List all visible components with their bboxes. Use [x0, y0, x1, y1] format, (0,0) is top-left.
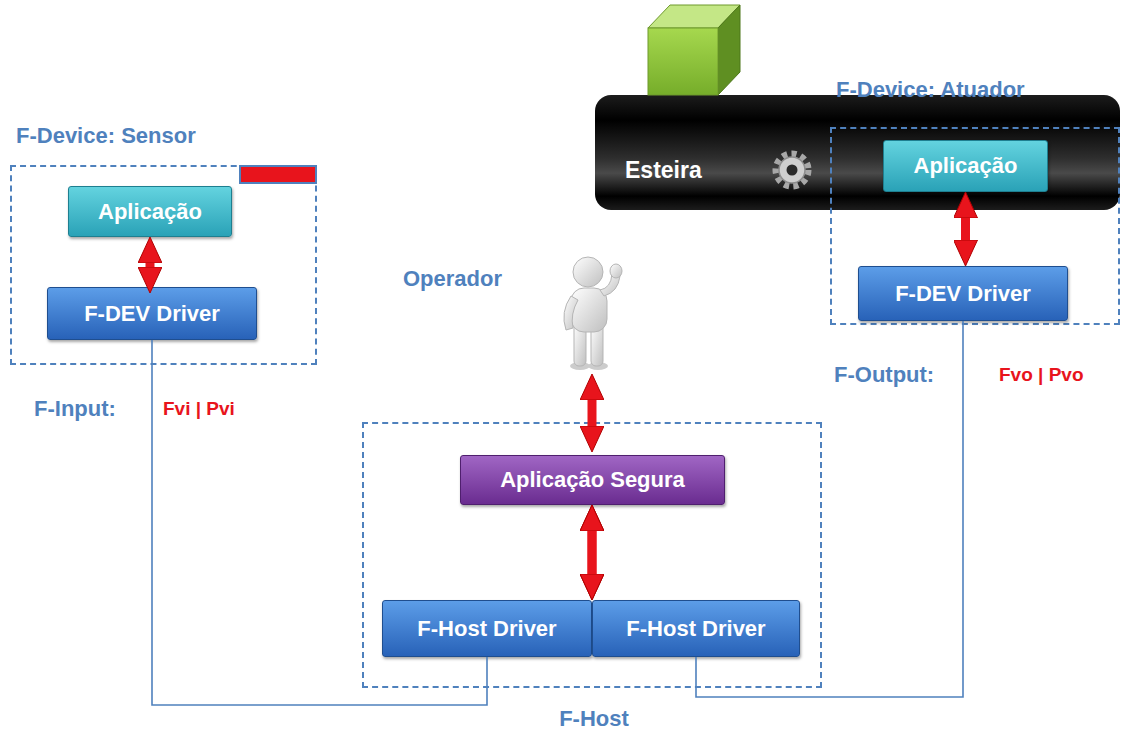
- sensor-indicator: [240, 166, 316, 183]
- data-arrow: [588, 525, 597, 580]
- signal-value: Fvi | Pvi: [163, 398, 235, 420]
- host-driver-box: F-Host Driver: [382, 600, 592, 657]
- box-label: F-DEV Driver: [84, 301, 220, 327]
- box-label: F-Host Driver: [417, 616, 556, 642]
- box-label: F-Host Driver: [626, 616, 765, 642]
- application-box: Aplicação: [68, 186, 232, 237]
- operator-arrow: [588, 394, 597, 432]
- data-arrow: [146, 257, 155, 273]
- signal-label: F-Output:: [834, 362, 934, 388]
- signal-label: F-Input:: [34, 396, 116, 422]
- label-anchor: F-Input:: [34, 396, 116, 422]
- driver-box: F-DEV Driver: [858, 266, 1068, 321]
- driver-box: F-DEV Driver: [47, 287, 257, 340]
- group-heading: F-Device: Sensor: [16, 123, 196, 149]
- box-label: Aplicação: [914, 153, 1018, 179]
- group-heading: F-Device: Atuador: [836, 77, 1025, 103]
- operator-label: Operador: [403, 266, 502, 292]
- label-anchor: Fvi | Pvi: [163, 398, 235, 420]
- application-box: Aplicação: [883, 140, 1048, 192]
- host-group-box: F-HostAplicação SeguraF-Host DriverF-Hos…: [362, 422, 822, 688]
- signal-value: Fvo | Pvo: [999, 364, 1084, 386]
- label-anchor: Fvo | Pvo: [999, 364, 1084, 386]
- box-label: F-DEV Driver: [895, 281, 1031, 307]
- box-label: Aplicação Segura: [500, 467, 685, 493]
- host-driver-box: F-Host Driver: [592, 600, 800, 657]
- data-arrow: [961, 212, 970, 246]
- label-anchor: F-Output:: [834, 362, 934, 388]
- box-label: Aplicação: [98, 199, 202, 225]
- secure-application-box: Aplicação Segura: [460, 455, 725, 505]
- operator-figure: [564, 257, 622, 370]
- label-anchor: Operador: [403, 266, 502, 292]
- cube-box: [648, 5, 740, 95]
- device-group-box: F-Device: AtuadorAplicaçãoF-DEV Driver: [830, 127, 1120, 325]
- device-group-box: F-Device: SensorAplicaçãoF-DEV Driver: [10, 165, 317, 365]
- data-arrow: [588, 525, 597, 580]
- group-heading: F-Host: [559, 706, 629, 732]
- box-label: Esteira: [625, 157, 702, 184]
